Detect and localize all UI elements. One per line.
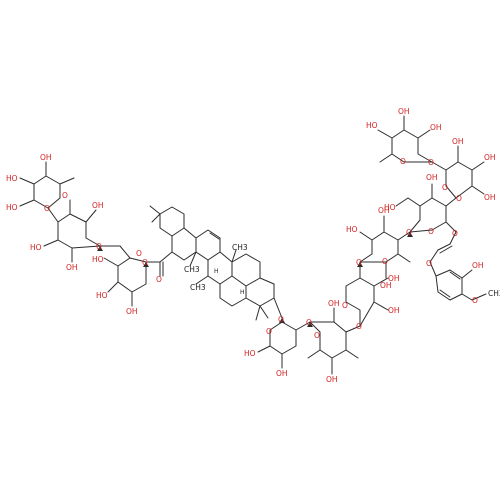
glucose-b-ring: [395, 183, 457, 233]
ring-oxygen-label: O: [428, 158, 434, 167]
ring-oxygen-label: O: [456, 194, 462, 203]
methyl-label: CH3: [190, 283, 206, 292]
wedge-bond: [357, 262, 363, 267]
carbonyl-oxygen-label: O: [426, 259, 432, 268]
ring-oxygen-label: O: [428, 227, 434, 236]
hydroxyl-label: OH: [326, 375, 338, 384]
hydroxyl-label: OH: [126, 307, 138, 316]
hydroxyl-label: OH: [66, 263, 78, 272]
hydroxyl-label: OH: [472, 261, 484, 270]
ring-oxygen-label: O: [400, 157, 406, 166]
hydroxyl-label: OH: [452, 137, 464, 146]
aglycone-skeleton: [147, 205, 283, 321]
ring-oxygen-label: O: [356, 322, 362, 331]
arabinose-ring: [257, 321, 311, 369]
ring-oxygen-label: O: [136, 249, 142, 258]
ring-oxygen-label: O: [356, 258, 362, 267]
wedge-bond: [279, 318, 285, 323]
rhamnose-right-ring: [307, 307, 361, 375]
ring-oxygen-label: O: [142, 258, 148, 267]
middle-glucose-ring: [43, 199, 101, 263]
hydroxyl-label: OH: [380, 281, 392, 290]
wedge-bond: [143, 262, 149, 267]
hydroxyl-label: HO: [92, 255, 104, 264]
hydroxyl-label: OH: [40, 153, 52, 162]
ring-oxygen-label: O: [382, 257, 388, 266]
glucose-c-ring: [431, 145, 485, 199]
hydroxyl-label: OH: [426, 173, 438, 182]
hydroxyl-label: HO: [96, 291, 108, 300]
ring-oxygen-label: O: [266, 327, 272, 336]
hydroxyl-label: HO: [366, 121, 378, 130]
hydrogen-label: H: [214, 268, 219, 275]
hydroxyl-label: HO: [384, 203, 396, 212]
hydroxyl-label: OH: [430, 123, 442, 132]
ring-oxygen-label: O: [306, 318, 312, 327]
carbonyl-oxygen-label: O: [156, 275, 162, 284]
methyl-label: CH3: [232, 243, 248, 252]
hydroxyl-label: OH: [484, 153, 496, 162]
wedge-bond: [97, 246, 103, 251]
ring-oxygen-label: O: [96, 242, 102, 251]
hydroxyl-label: HO: [30, 243, 42, 252]
glucose-a-ring: [359, 215, 411, 279]
wedge-bond: [407, 232, 413, 237]
hydroxyl-label: HO: [244, 349, 256, 358]
ring-oxygen-label: O: [44, 204, 50, 213]
hydroxyl-label: OH: [92, 201, 104, 210]
methoxy-oxygen-label: O: [472, 296, 478, 305]
hydroxyl-label: HO: [6, 203, 18, 212]
rhamnose-left-ring: [19, 161, 75, 209]
hydroxyl-label: OH: [378, 206, 390, 215]
ring-oxygen-label: O: [314, 331, 320, 340]
ring-oxygen-label: O: [406, 228, 412, 237]
wedge-bond: [307, 322, 313, 327]
rhamnose-top-ring: [377, 115, 433, 163]
xylose-ring: [345, 261, 389, 327]
ring-oxygen-label: O: [342, 301, 348, 310]
hydroxyl-label: OH: [276, 369, 288, 378]
hydrogen-label: H: [240, 289, 245, 296]
hydroxyl-label: OH: [398, 107, 410, 116]
ring-oxygen-label: O: [278, 315, 284, 324]
cinnamoyl-group: [429, 231, 487, 301]
methyl-label: CH3: [184, 265, 200, 274]
hydroxyl-label: HO: [6, 174, 18, 183]
hydroxyl-label: OH: [484, 193, 496, 202]
methyl-label: CH3: [488, 289, 500, 298]
hydroxyl-label: OH: [328, 299, 340, 308]
hydroxyl-label: OH: [388, 306, 400, 315]
ring-oxygen-label: O: [452, 229, 458, 238]
hydroxyl-label: OH: [388, 274, 400, 283]
ester-glucose-ring: [99, 245, 147, 307]
hydroxyl-label: HO: [346, 225, 358, 234]
ring-oxygen-label: O: [62, 191, 68, 200]
ring-oxygen-label: O: [442, 183, 448, 192]
